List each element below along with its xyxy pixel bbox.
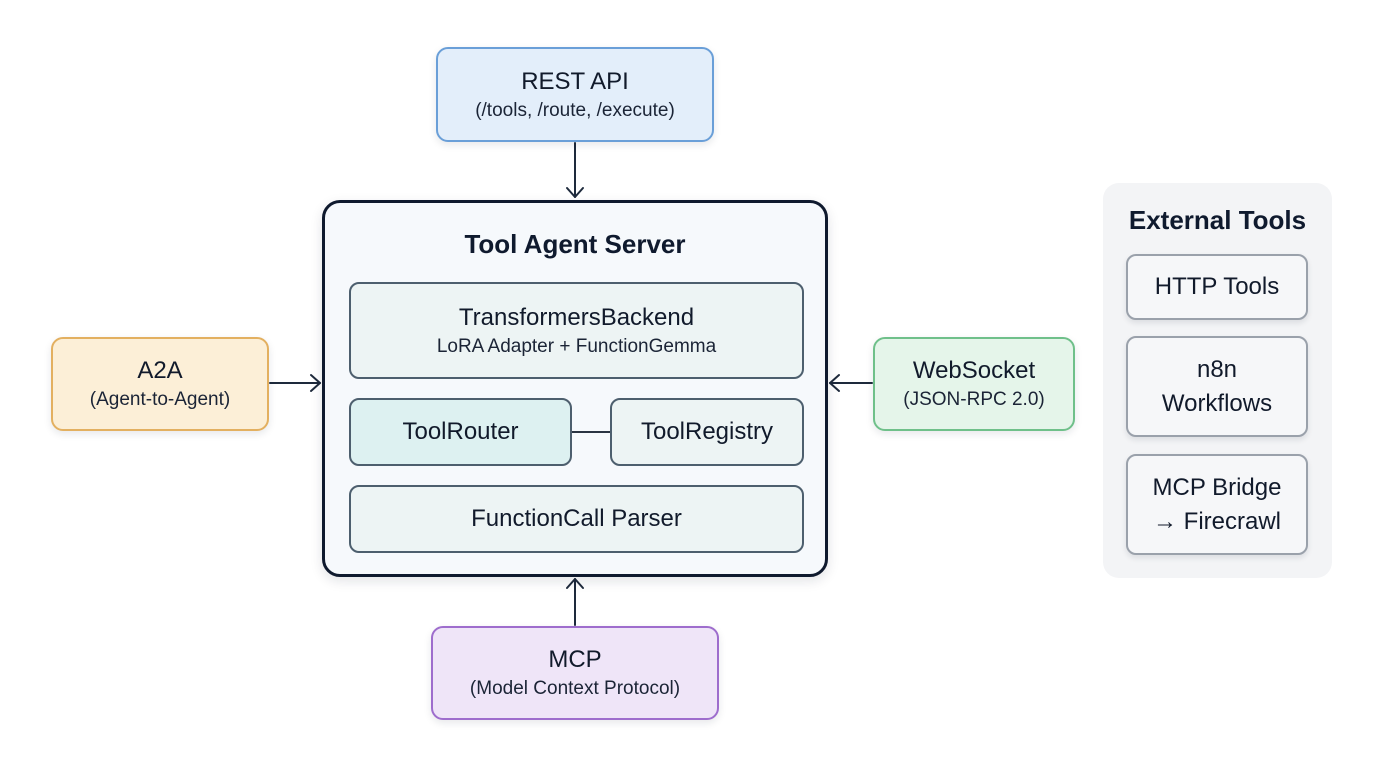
external-tools-title: External Tools [1128,205,1307,235]
external-tool-label: Workflows [1161,389,1273,417]
router-label: ToolRouter [402,418,519,445]
mcp-subtitle: (Model Context Protocol) [469,678,681,699]
mcp-title: MCP [548,646,602,673]
websocket-title: WebSocket [912,357,1036,384]
a2a-title: A2A [137,357,183,384]
function-call-parser-box: FunctionCall Parser [349,485,804,553]
external-tool-http-tools: HTTP Tools [1126,254,1308,320]
arrow-rest-to-server [566,142,584,198]
external-tool-n8n-workflows: n8n Workflows [1126,336,1308,437]
tool-router-box: ToolRouter [349,398,572,466]
router-registry-connector [572,431,610,433]
websocket-box: WebSocket (JSON-RPC 2.0) [873,337,1075,431]
mcp-box: MCP (Model Context Protocol) [431,626,719,720]
a2a-box: A2A (Agent-to-Agent) [51,337,269,431]
tool-registry-box: ToolRegistry [610,398,804,466]
external-tools-panel: External Tools HTTP Tools n8n Workflows … [1103,183,1332,578]
external-tool-label: HTTP Tools [1154,273,1280,300]
backend-subtitle: LoRA Adapter + FunctionGemma [436,335,717,357]
external-tool-mcp-bridge: MCP Bridge → Firecrawl [1126,454,1308,555]
a2a-subtitle: (Agent-to-Agent) [89,389,231,410]
rest-api-title: REST API [521,67,629,95]
arrow-a2a-to-server [269,374,321,392]
external-tool-label: → Firecrawl [1152,507,1281,535]
external-tool-label: MCP Bridge [1152,473,1282,501]
websocket-subtitle: (JSON-RPC 2.0) [903,389,1045,410]
rest-api-box: REST API (/tools, /route, /execute) [436,47,714,142]
backend-title: TransformersBackend [458,303,695,331]
tool-agent-server-box: Tool Agent Server TransformersBackend Lo… [322,200,828,577]
registry-label: ToolRegistry [640,418,774,445]
rest-api-subtitle: (/tools, /route, /execute) [475,99,675,121]
arrow-mcp-to-server [566,578,584,626]
server-title: Tool Agent Server [464,229,686,259]
external-tool-label: n8n [1196,355,1238,383]
transformers-backend-box: TransformersBackend LoRA Adapter + Funct… [349,282,804,379]
parser-label: FunctionCall Parser [471,505,682,532]
arrow-websocket-to-server [829,374,873,392]
